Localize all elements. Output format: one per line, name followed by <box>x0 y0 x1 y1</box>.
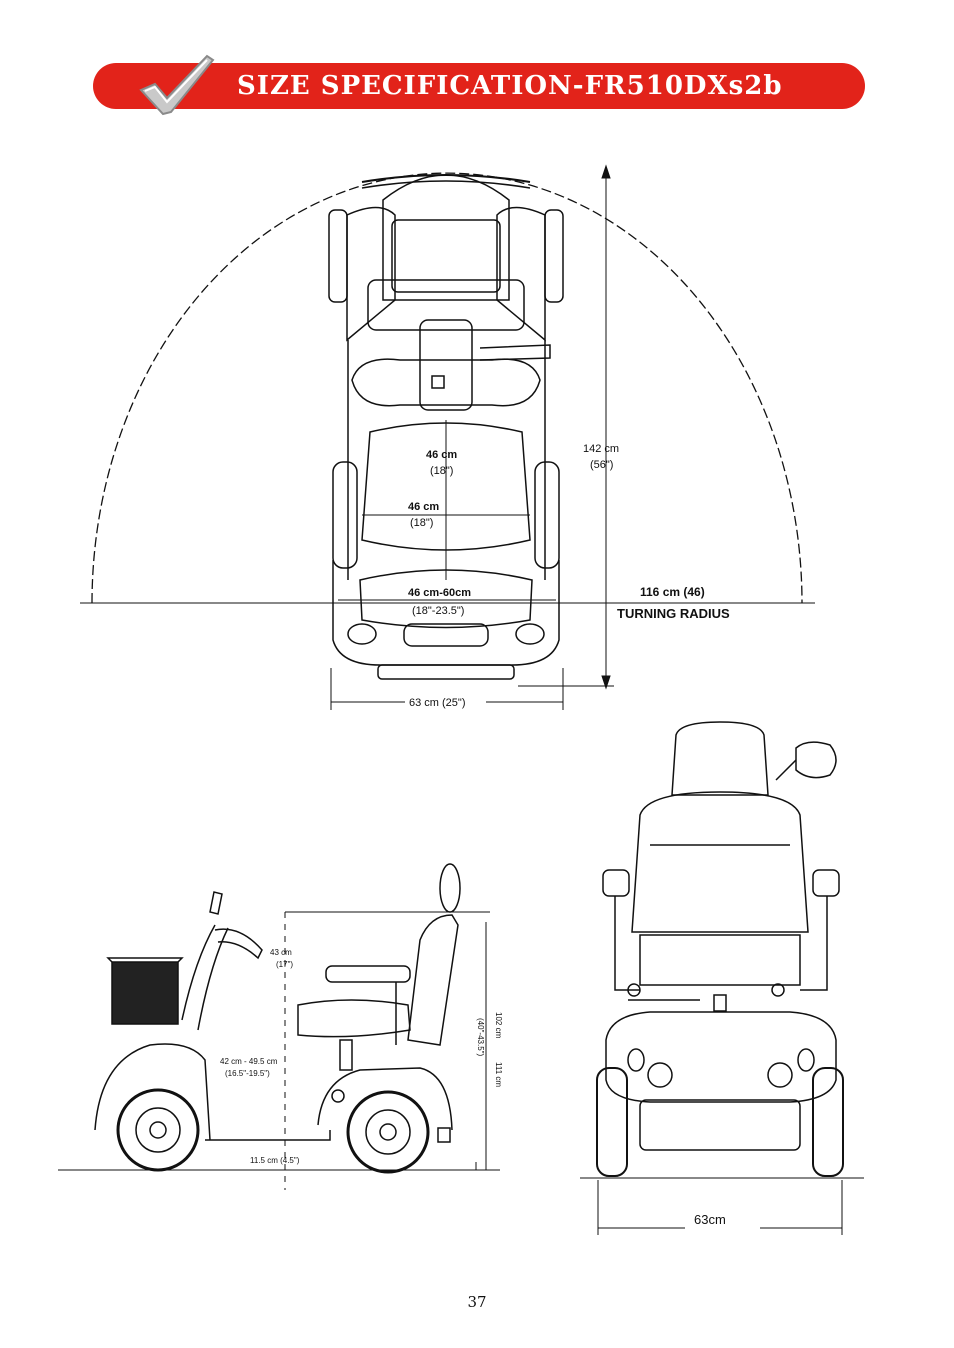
seat-depth-in-label: (18") <box>430 465 453 477</box>
side-view-drawing <box>58 863 500 1174</box>
side-view-dimensions <box>284 911 490 1190</box>
top-view-labels: 142 cm (56") 46 cm (18") 46 cm (18") 46 … <box>408 443 730 709</box>
top-view-dimensions <box>330 164 614 710</box>
arm-width-in-label: (18"-23.5") <box>412 605 464 617</box>
height-a-label: 102 cm <box>494 1012 503 1039</box>
seat-depth-label: 46 cm <box>426 449 457 461</box>
page-title: SIZE SPECIFICATION-FR510DXs2b <box>237 71 783 101</box>
seat-to-arm-in-label: (17") <box>276 960 293 969</box>
seat-to-arm-label: 43 cm <box>270 948 292 957</box>
seat-width-in-label: (18") <box>410 517 433 529</box>
arm-width-label: 46 cm-60cm <box>408 587 471 599</box>
side-view-labels: 43 cm (17") 42 cm - 49.5 cm (16.5"-19.5"… <box>220 948 503 1165</box>
height-b-label: 111 cm <box>494 1062 503 1087</box>
height-a-in-label: (40"-43.5") <box>476 1018 485 1056</box>
length-label: 142 cm <box>583 443 619 455</box>
length-in-label: (56") <box>590 459 613 471</box>
seat-height-in-label: (16.5"-19.5") <box>225 1069 270 1078</box>
rear-view-drawing <box>580 721 864 1179</box>
page-number: 37 <box>467 1293 487 1311</box>
turning-value-label: 116 cm (46) <box>640 585 705 599</box>
clearance-label: 11.5 cm (4.5") <box>250 1156 300 1165</box>
seat-height-label: 42 cm - 49.5 cm <box>220 1057 278 1066</box>
title-banner <box>93 63 865 109</box>
top-view-drawing <box>80 172 815 680</box>
seat-width-label: 46 cm <box>408 501 439 513</box>
rear-width-label: 63cm <box>694 1212 726 1227</box>
width-label: 63 cm (25") <box>409 697 465 709</box>
rear-view-dimensions <box>597 1180 843 1235</box>
checkmark-icon <box>139 54 215 116</box>
turning-radius-label: TURNING RADIUS <box>617 606 730 621</box>
